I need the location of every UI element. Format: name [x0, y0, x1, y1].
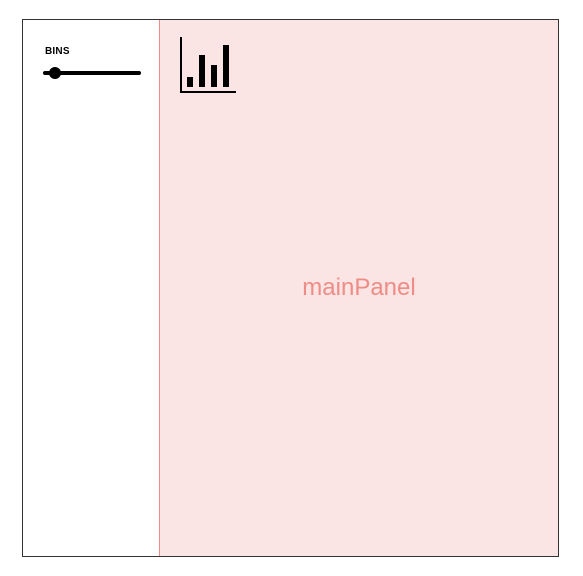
bins-slider-thumb[interactable] [49, 67, 61, 79]
chart-icon-bar-1 [187, 77, 193, 87]
chart-icon-axis-y [180, 37, 182, 93]
bins-slider[interactable] [43, 67, 141, 79]
main-panel: mainPanel [159, 20, 558, 556]
bar-chart-icon [180, 37, 236, 93]
chart-icon-axis-x [180, 91, 236, 93]
sidebar-panel: BINS [23, 20, 159, 556]
main-panel-label: mainPanel [302, 274, 416, 301]
chart-icon-bar-4 [223, 45, 229, 87]
bins-slider-track[interactable] [43, 71, 141, 75]
bins-label: BINS [45, 46, 70, 57]
chart-icon-bar-3 [211, 65, 217, 87]
chart-icon-bar-2 [199, 55, 205, 87]
app-frame: BINS mainPanel [22, 19, 559, 557]
